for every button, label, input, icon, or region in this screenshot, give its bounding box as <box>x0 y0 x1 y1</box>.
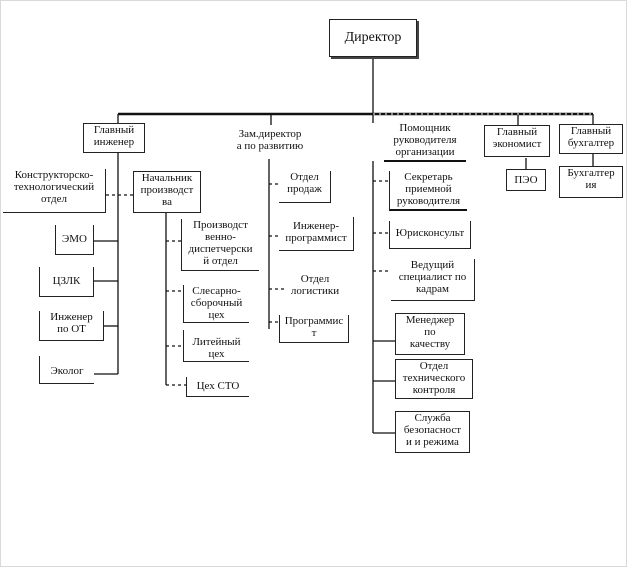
emo-box[interactable]: ЭМО <box>55 225 94 255</box>
safety-engineer-box[interactable]: Инженер по ОТ <box>39 311 104 341</box>
programmer-box[interactable]: Программис т <box>279 315 349 343</box>
assembly-shop-box[interactable]: Слесарно- сборочный цех <box>183 285 249 323</box>
security-service-box[interactable]: Служба безопасност и и режима <box>395 411 470 453</box>
chief-engineer-box[interactable]: Главный инженер <box>83 123 145 153</box>
accounting-box[interactable]: Бухгалтер ия <box>559 166 623 198</box>
quality-manager-box[interactable]: Менеджер по качеству <box>395 313 465 355</box>
secretary-box[interactable]: Секретарь приемной руководителя <box>389 171 467 211</box>
assistant-box[interactable]: Помощник руководителя организации <box>384 122 466 162</box>
hr-specialist-box[interactable]: Ведущий специалист по кадрам <box>391 259 475 301</box>
foundry-shop-box[interactable]: Литейный цех <box>183 330 249 362</box>
director-box[interactable]: Директор <box>329 19 417 57</box>
ecologist-box[interactable]: Эколог <box>39 356 94 384</box>
software-engineer-box[interactable]: Инженер- программист <box>279 217 354 251</box>
peo-box[interactable]: ПЭО <box>506 169 546 191</box>
chief-economist-box[interactable]: Главный экономист <box>484 125 550 157</box>
chief-accountant-box[interactable]: Главный бухгалтер <box>559 124 623 154</box>
deputy-director-box[interactable]: Зам.директор а по развитию <box>223 128 317 156</box>
production-head-box[interactable]: Начальник производст ва <box>133 171 201 213</box>
dispatch-department-box[interactable]: Производст венно- диспетчерски й отдел <box>181 219 259 271</box>
czlk-box[interactable]: ЦЗЛК <box>39 267 94 297</box>
design-department-box[interactable]: Конструкторско- технологический отдел <box>3 169 106 213</box>
sto-shop-box[interactable]: Цех СТО <box>186 377 249 397</box>
sales-department-box[interactable]: Отдел продаж <box>279 171 331 203</box>
legal-advisor-box[interactable]: Юрисконсульт <box>389 221 471 249</box>
qc-department-box[interactable]: Отдел технического контроля <box>395 359 473 399</box>
logistics-department-box[interactable]: Отдел логистики <box>286 273 344 301</box>
